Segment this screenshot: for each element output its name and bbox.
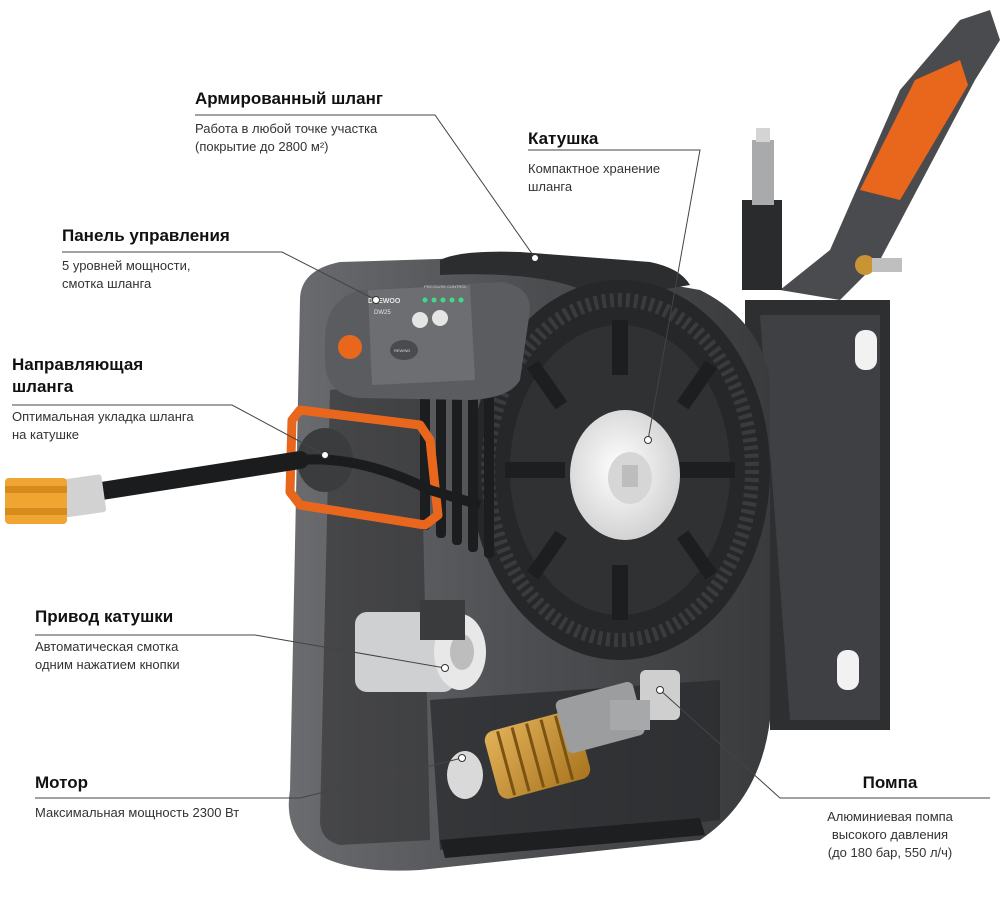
leader-line-guide bbox=[12, 404, 326, 456]
panel-brand: DAEWOO bbox=[368, 298, 401, 305]
callout-description: Максимальная мощность 2300 Вт bbox=[35, 805, 240, 820]
control-panel-graphic: DAEWOO DW25 PRESSURE CONTROL REWIND bbox=[325, 282, 530, 400]
gun-brass-fitting bbox=[855, 255, 875, 275]
power-level-leds bbox=[422, 297, 464, 303]
callout-title: Панель управления bbox=[62, 226, 230, 245]
callout-title: Направляющая шланга bbox=[12, 355, 144, 396]
leader-line-pump bbox=[659, 689, 990, 799]
leader-line-panel bbox=[62, 251, 377, 301]
panel-model: DW25 bbox=[374, 310, 391, 316]
spray-gun bbox=[742, 10, 1000, 300]
callout-title: Армированный шланг bbox=[195, 89, 383, 108]
callout-description: Оптимальная укладка шланга на катушке bbox=[12, 409, 194, 442]
reel-drive-graphic bbox=[355, 600, 486, 692]
gun-trigger-accent bbox=[860, 60, 968, 200]
callout-description: Автоматическая смотка одним нажатием кно… bbox=[35, 639, 180, 672]
leader-line-reel bbox=[528, 149, 701, 441]
callout-description: Работа в любой точке участка (покрытие д… bbox=[195, 121, 378, 154]
callout-reel-drive: Привод катушки Автоматическая смотка одн… bbox=[35, 606, 255, 674]
increase-button-graphic bbox=[432, 310, 448, 326]
rewind-button-graphic bbox=[390, 340, 418, 360]
pump-graphic bbox=[610, 670, 680, 730]
mount-hole-top bbox=[855, 330, 877, 370]
leader-lines bbox=[12, 114, 990, 799]
wall-bracket bbox=[745, 300, 890, 730]
rewind-button-label: REWIND bbox=[394, 348, 410, 353]
reel-spokes bbox=[505, 320, 735, 620]
callout-motor: Мотор Максимальная мощность 2300 Вт bbox=[35, 772, 295, 822]
callout-pump: Помпа Алюминиевая помпа высокого давлени… bbox=[790, 772, 990, 862]
callout-reinforced-hose: Армированный шланг Работа в любой точке … bbox=[195, 88, 435, 156]
mount-hole-bottom bbox=[837, 650, 859, 690]
quick-connector-graphic bbox=[5, 478, 67, 524]
hose-reel bbox=[470, 280, 770, 660]
callout-description: 5 уровней мощности, смотка шланга bbox=[62, 258, 191, 291]
leader-line-motor bbox=[35, 757, 463, 799]
callout-reel: Катушка Компактное хранение шланга bbox=[528, 128, 728, 196]
callout-hose-guide: Направляющая шланга Оптимальная укладка … bbox=[12, 354, 247, 444]
gun-lance-coupling bbox=[742, 200, 782, 290]
leader-line-hose bbox=[195, 114, 536, 259]
callout-title: Мотор bbox=[35, 773, 88, 792]
power-button-graphic bbox=[338, 335, 362, 359]
callout-description: Алюминиевая помпа высокого давления (до … bbox=[827, 809, 953, 860]
panel-label: PRESSURE CONTROL bbox=[424, 284, 467, 289]
leader-dots bbox=[321, 254, 664, 762]
callout-title: Катушка bbox=[528, 129, 599, 148]
callout-title: Привод катушки bbox=[35, 607, 174, 626]
callout-control-panel: Панель управления 5 уровней мощности, см… bbox=[62, 225, 282, 293]
leader-line-drive bbox=[35, 634, 446, 669]
outgoing-hose bbox=[5, 451, 482, 524]
callout-description: Компактное хранение шланга bbox=[528, 161, 661, 194]
decrease-button-graphic bbox=[412, 312, 428, 328]
motor-graphic bbox=[447, 681, 645, 799]
callout-title: Помпа bbox=[862, 773, 918, 792]
